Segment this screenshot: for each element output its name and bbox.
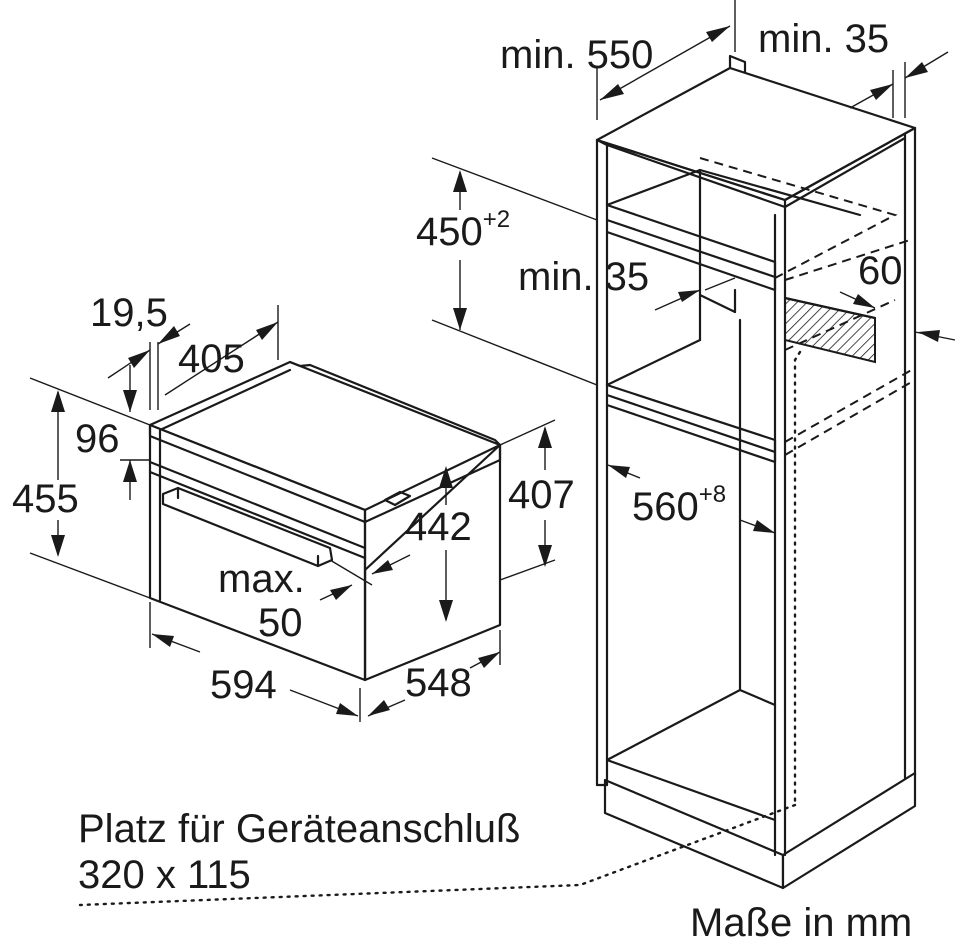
label-side-gap: min. 35 — [758, 17, 889, 61]
dimension-lines — [29, 0, 956, 722]
label-appliance-depth: 548 — [405, 661, 472, 705]
label-niche-depth: min. 550 — [500, 33, 653, 77]
label-rear-gap: min. 35 — [518, 255, 649, 299]
label-top-offset: 96 — [75, 417, 120, 461]
notes: Platz für Geräteanschluß 320 x 115 Maße … — [78, 807, 912, 945]
dimension-labels: min. 550 min. 35 450+2 min. 35 60 560+8 … — [12, 17, 903, 707]
label-body-height: 407 — [508, 473, 575, 517]
label-ventilation: 60 — [858, 249, 903, 293]
label-niche-width: 560+8 — [632, 481, 726, 529]
connection-note-line2: 320 x 115 — [78, 853, 251, 897]
label-max-value: 50 — [258, 601, 303, 645]
label-appliance-width: 594 — [210, 663, 277, 707]
label-max: max. — [218, 557, 305, 601]
connection-note-line1: Platz für Geräteanschluß — [78, 807, 520, 851]
cabinet-plinth-side — [781, 771, 917, 890]
cabinet — [78, 54, 917, 907]
units-note: Maße in mm — [690, 901, 912, 945]
label-inner-depth: 405 — [178, 337, 245, 381]
label-appliance-height: 455 — [12, 477, 79, 521]
label-inner-height: 442 — [405, 505, 472, 549]
cabinet-plinth-front — [603, 778, 785, 890]
oven — [148, 360, 502, 682]
cabinet-top — [595, 66, 917, 202]
label-niche-height: 450+2 — [416, 206, 510, 254]
label-panel-thickness: 19,5 — [90, 291, 168, 335]
